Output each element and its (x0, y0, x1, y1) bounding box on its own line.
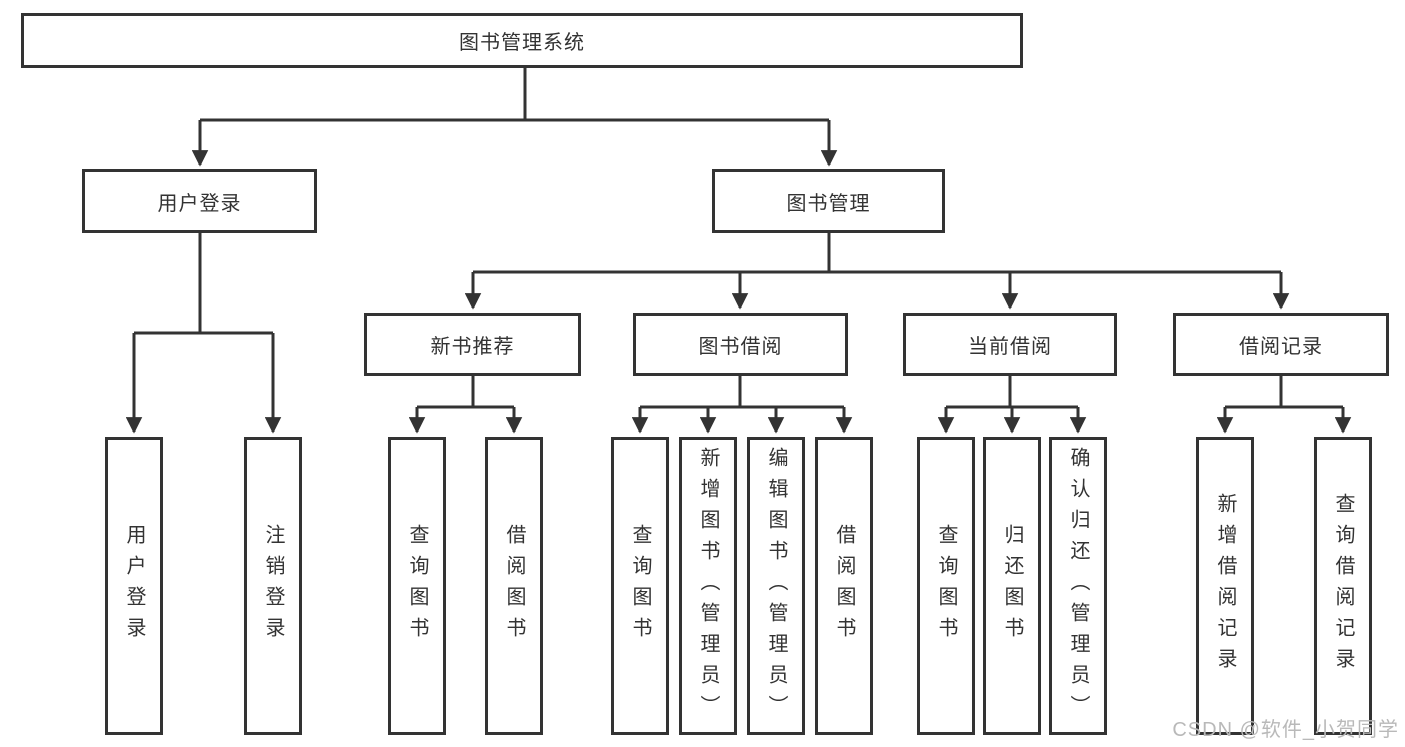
leaf-borrow-books-recommend: 借阅图书 (485, 437, 543, 735)
node-book-borrow: 图书借阅 (633, 313, 848, 376)
leaf-query-books-borrow: 查询图书 (611, 437, 669, 735)
leaf-query-books-current: 查询图书 (917, 437, 975, 735)
node-new-book-recommend: 新书推荐 (364, 313, 581, 376)
leaf-confirm-return-admin: 确认归还（管理员） (1049, 437, 1107, 735)
leaf-add-books-admin: 新增图书（管理员） (679, 437, 737, 735)
leaf-query-books-recommend: 查询图书 (388, 437, 446, 735)
csdn-watermark: CSDN @软件_小贺同学 (1172, 719, 1399, 741)
node-library-management-system: 图书管理系统 (21, 13, 1023, 68)
node-current-borrow: 当前借阅 (903, 313, 1117, 376)
node-user-login: 用户登录 (82, 169, 317, 233)
leaf-user-login: 用户登录 (105, 437, 163, 735)
node-book-management: 图书管理 (712, 169, 945, 233)
leaf-add-borrow-record: 新增借阅记录 (1196, 437, 1254, 735)
node-borrow-records: 借阅记录 (1173, 313, 1389, 376)
leaf-edit-books-admin: 编辑图书（管理员） (747, 437, 805, 735)
leaf-logout: 注销登录 (244, 437, 302, 735)
leaf-query-borrow-record: 查询借阅记录 (1314, 437, 1372, 735)
leaf-borrow-books: 借阅图书 (815, 437, 873, 735)
leaf-return-books: 归还图书 (983, 437, 1041, 735)
